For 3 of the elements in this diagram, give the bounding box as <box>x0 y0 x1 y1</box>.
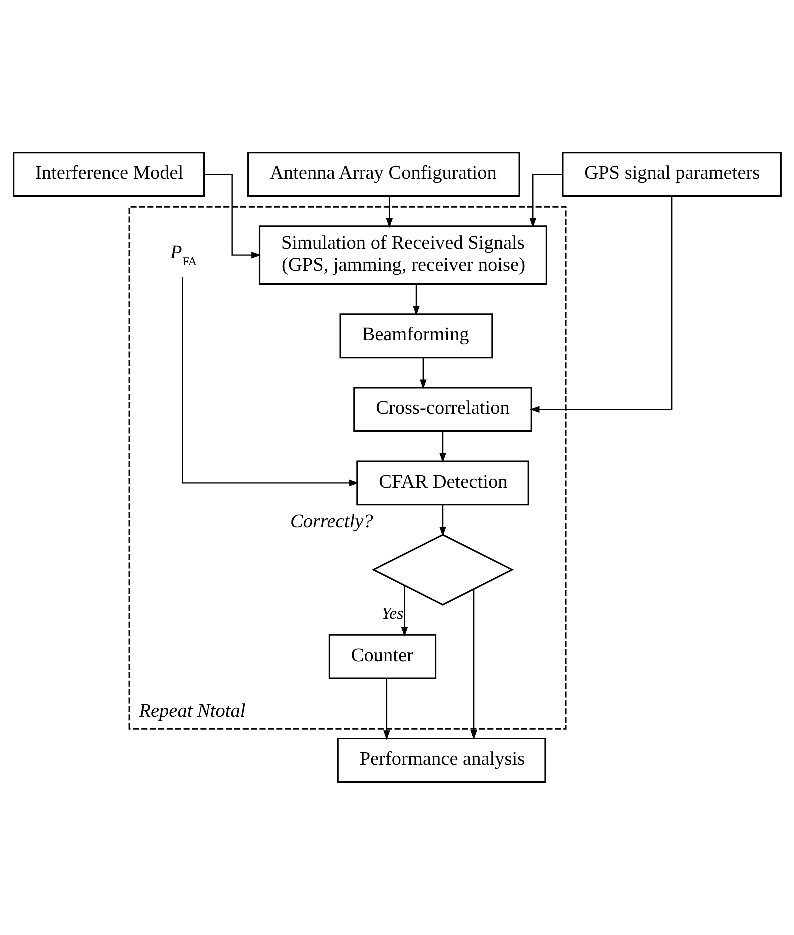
node-text: P$_{FA}$ <box>170 242 197 269</box>
node-label: Correctly? <box>290 512 373 533</box>
edge-label: Yes <box>381 604 404 624</box>
